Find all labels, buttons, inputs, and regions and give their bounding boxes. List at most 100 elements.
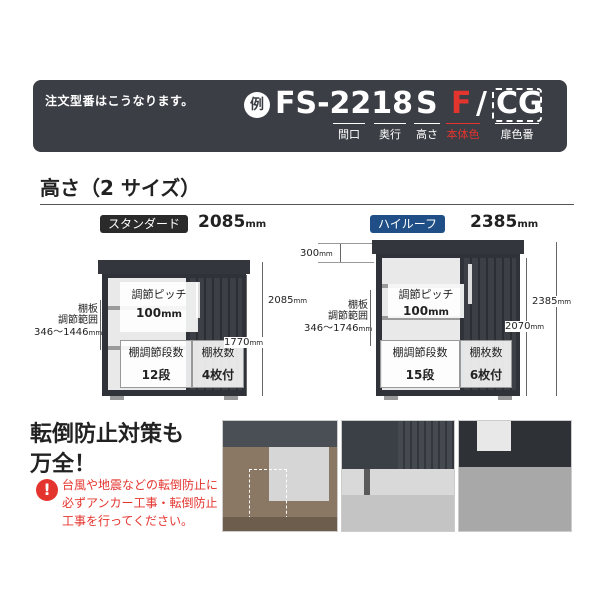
concrete-photo <box>458 420 572 532</box>
model-code-f: F <box>451 86 472 121</box>
standard-total-dim-unit: mm <box>293 297 308 305</box>
label-hontai: 本体色 <box>446 128 480 141</box>
anti-tip-title: 転倒防止対策も 万全！ <box>30 420 184 480</box>
standard-steps-label: 棚調節段数 <box>128 346 184 359</box>
standard-inner-dim-value: 1770 <box>224 337 250 348</box>
standard-boards-box: 棚枚数 4枚付 <box>192 340 244 388</box>
model-code-cg: CG <box>496 86 543 121</box>
segment-line-maguchi <box>333 123 365 124</box>
standard-inner-dim-unit: mm <box>249 339 264 347</box>
anchor-photo-door <box>398 421 454 469</box>
anti-tip-title-line-2: 万全！ <box>30 452 97 477</box>
standard-height-unit: mm <box>245 219 267 230</box>
standard-steps-box: 棚調節段数 12段 <box>120 340 192 388</box>
highroof-total-dim-value: 2385 <box>532 296 558 307</box>
highroof-steps-label: 棚調節段数 <box>392 346 448 359</box>
standard-pitch-unit: mm <box>161 309 182 320</box>
anchor-photo-bolt <box>364 469 370 505</box>
highroof-extra-dim: 300mm <box>300 248 333 259</box>
standard-steps-value: 12段 <box>141 368 171 382</box>
highroof-inner-dim-unit: mm <box>530 323 545 331</box>
section-divider <box>40 204 574 205</box>
highroof-shelf-range: 346～1746mm <box>304 319 372 334</box>
segment-line-tobira <box>495 123 539 124</box>
segment-line-okuyuki <box>374 123 406 124</box>
highroof-shelf-label-2: 調節範囲 <box>328 311 368 322</box>
highroof-height-unit: mm <box>517 219 539 230</box>
label-tobira: 扉色番 <box>500 128 534 141</box>
standard-shed-roof <box>98 260 250 274</box>
banner-intro-text: 注文型番はこうなります。 <box>45 94 194 108</box>
highroof-shelf-2 <box>382 316 460 320</box>
highroof-extra-dim-unit: mm <box>319 250 333 258</box>
highroof-pitch-label: 調節ピッチ <box>398 288 454 301</box>
standard-total-dim-line <box>262 262 263 396</box>
model-code-slash: / <box>476 86 487 121</box>
standard-inner-dim: 1770mm <box>224 337 264 348</box>
label-okuyuki: 奥行 <box>379 128 401 141</box>
highroof-door-handle <box>468 264 472 304</box>
standard-pitch-num: 100 <box>136 306 162 320</box>
anti-tip-warning-text: 台風や地震などの転倒防止に必ずアンカー工事・転倒防止工事を行ってください。 <box>62 478 219 528</box>
segment-line-takasa <box>414 123 440 124</box>
standard-foot-left <box>110 396 124 400</box>
foundation-photo <box>222 420 338 532</box>
label-takasa: 高さ <box>416 128 438 141</box>
highroof-steps-value: 15段 <box>405 368 435 382</box>
highroof-steps-box: 棚調節段数 15段 <box>380 340 460 388</box>
highroof-total-dim-unit: mm <box>557 298 572 306</box>
standard-inner-dim-line <box>246 275 247 396</box>
highroof-height-value: 2385 <box>470 212 518 232</box>
standard-height-value: 2085 <box>198 212 246 232</box>
foundation-photo-anchor-outline <box>249 469 287 519</box>
highroof-boards-label: 棚枚数 <box>469 346 503 359</box>
door-color-box <box>492 88 542 122</box>
highroof-inner-dim: 2070mm <box>505 321 545 332</box>
highroof-pitch-value: 100mm <box>388 304 464 318</box>
standard-pitch-box: 調節ピッチ 100mm <box>120 282 198 332</box>
standard-shelf-label-1: 棚板 <box>78 304 98 315</box>
standard-door-handle <box>196 282 200 318</box>
model-number-banner: 注文型番はこうなります。 例 FS-2218 S F / CG 間口 奥行 高さ… <box>33 80 567 152</box>
anchor-photo <box>341 420 455 532</box>
standard-total-dim-value: 2085 <box>268 295 294 306</box>
anchor-photo-ground <box>342 495 454 531</box>
standard-pitch-label: 調節ピッチ <box>131 288 187 301</box>
highroof-extra-dim-value: 300 <box>300 248 320 259</box>
model-code-s: S <box>416 86 438 121</box>
segment-line-hontai <box>446 123 480 124</box>
highroof-height: 2385mm <box>470 212 538 232</box>
standard-height: 2085mm <box>198 212 266 232</box>
highroof-boards-box: 棚枚数 6枚付 <box>460 340 512 388</box>
highroof-boards-value: 6枚付 <box>469 368 503 382</box>
highroof-shelf-range-value: 346～1746 <box>304 323 359 334</box>
foundation-photo-block <box>269 447 329 501</box>
foundation-photo-ground <box>223 517 337 531</box>
anti-tip-title-line-1: 転倒防止対策も <box>30 422 185 447</box>
highroof-extra-top-line <box>318 243 374 244</box>
highroof-foot-left <box>384 396 398 400</box>
standard-shelf-range-value: 346～1446 <box>34 327 89 338</box>
standard-shelf-range: 346～1446mm <box>34 323 102 338</box>
highroof-shelf-range-unit: mm <box>358 325 373 333</box>
highroof-pitch-unit: mm <box>428 307 449 318</box>
concrete-photo-shed <box>459 421 571 467</box>
highroof-shelf-dim-line <box>370 290 371 346</box>
standard-shelf-dim-line <box>100 300 101 350</box>
standard-total-dim: 2085mm <box>268 295 307 306</box>
model-code-main: FS-2218 <box>275 86 414 121</box>
warning-icon: ! <box>36 479 58 501</box>
highroof-tag: ハイルーフ <box>370 215 446 233</box>
example-badge: 例 <box>244 92 270 118</box>
highroof-extra-dim-line <box>340 243 341 263</box>
highroof-extra-bottom-line <box>318 262 374 263</box>
standard-shelf-label-2: 調節範囲 <box>58 315 98 326</box>
highroof-pitch-box: 調節ピッチ 100mm <box>388 284 464 318</box>
standard-foot-right <box>224 396 238 400</box>
highroof-inner-dim-value: 2070 <box>505 321 531 332</box>
foundation-photo-shed-bottom <box>223 421 337 447</box>
standard-shelf-range-unit: mm <box>88 329 103 337</box>
concrete-photo-light-panel <box>477 421 511 451</box>
label-maguchi: 間口 <box>338 128 360 141</box>
standard-boards-label: 棚枚数 <box>201 346 235 359</box>
